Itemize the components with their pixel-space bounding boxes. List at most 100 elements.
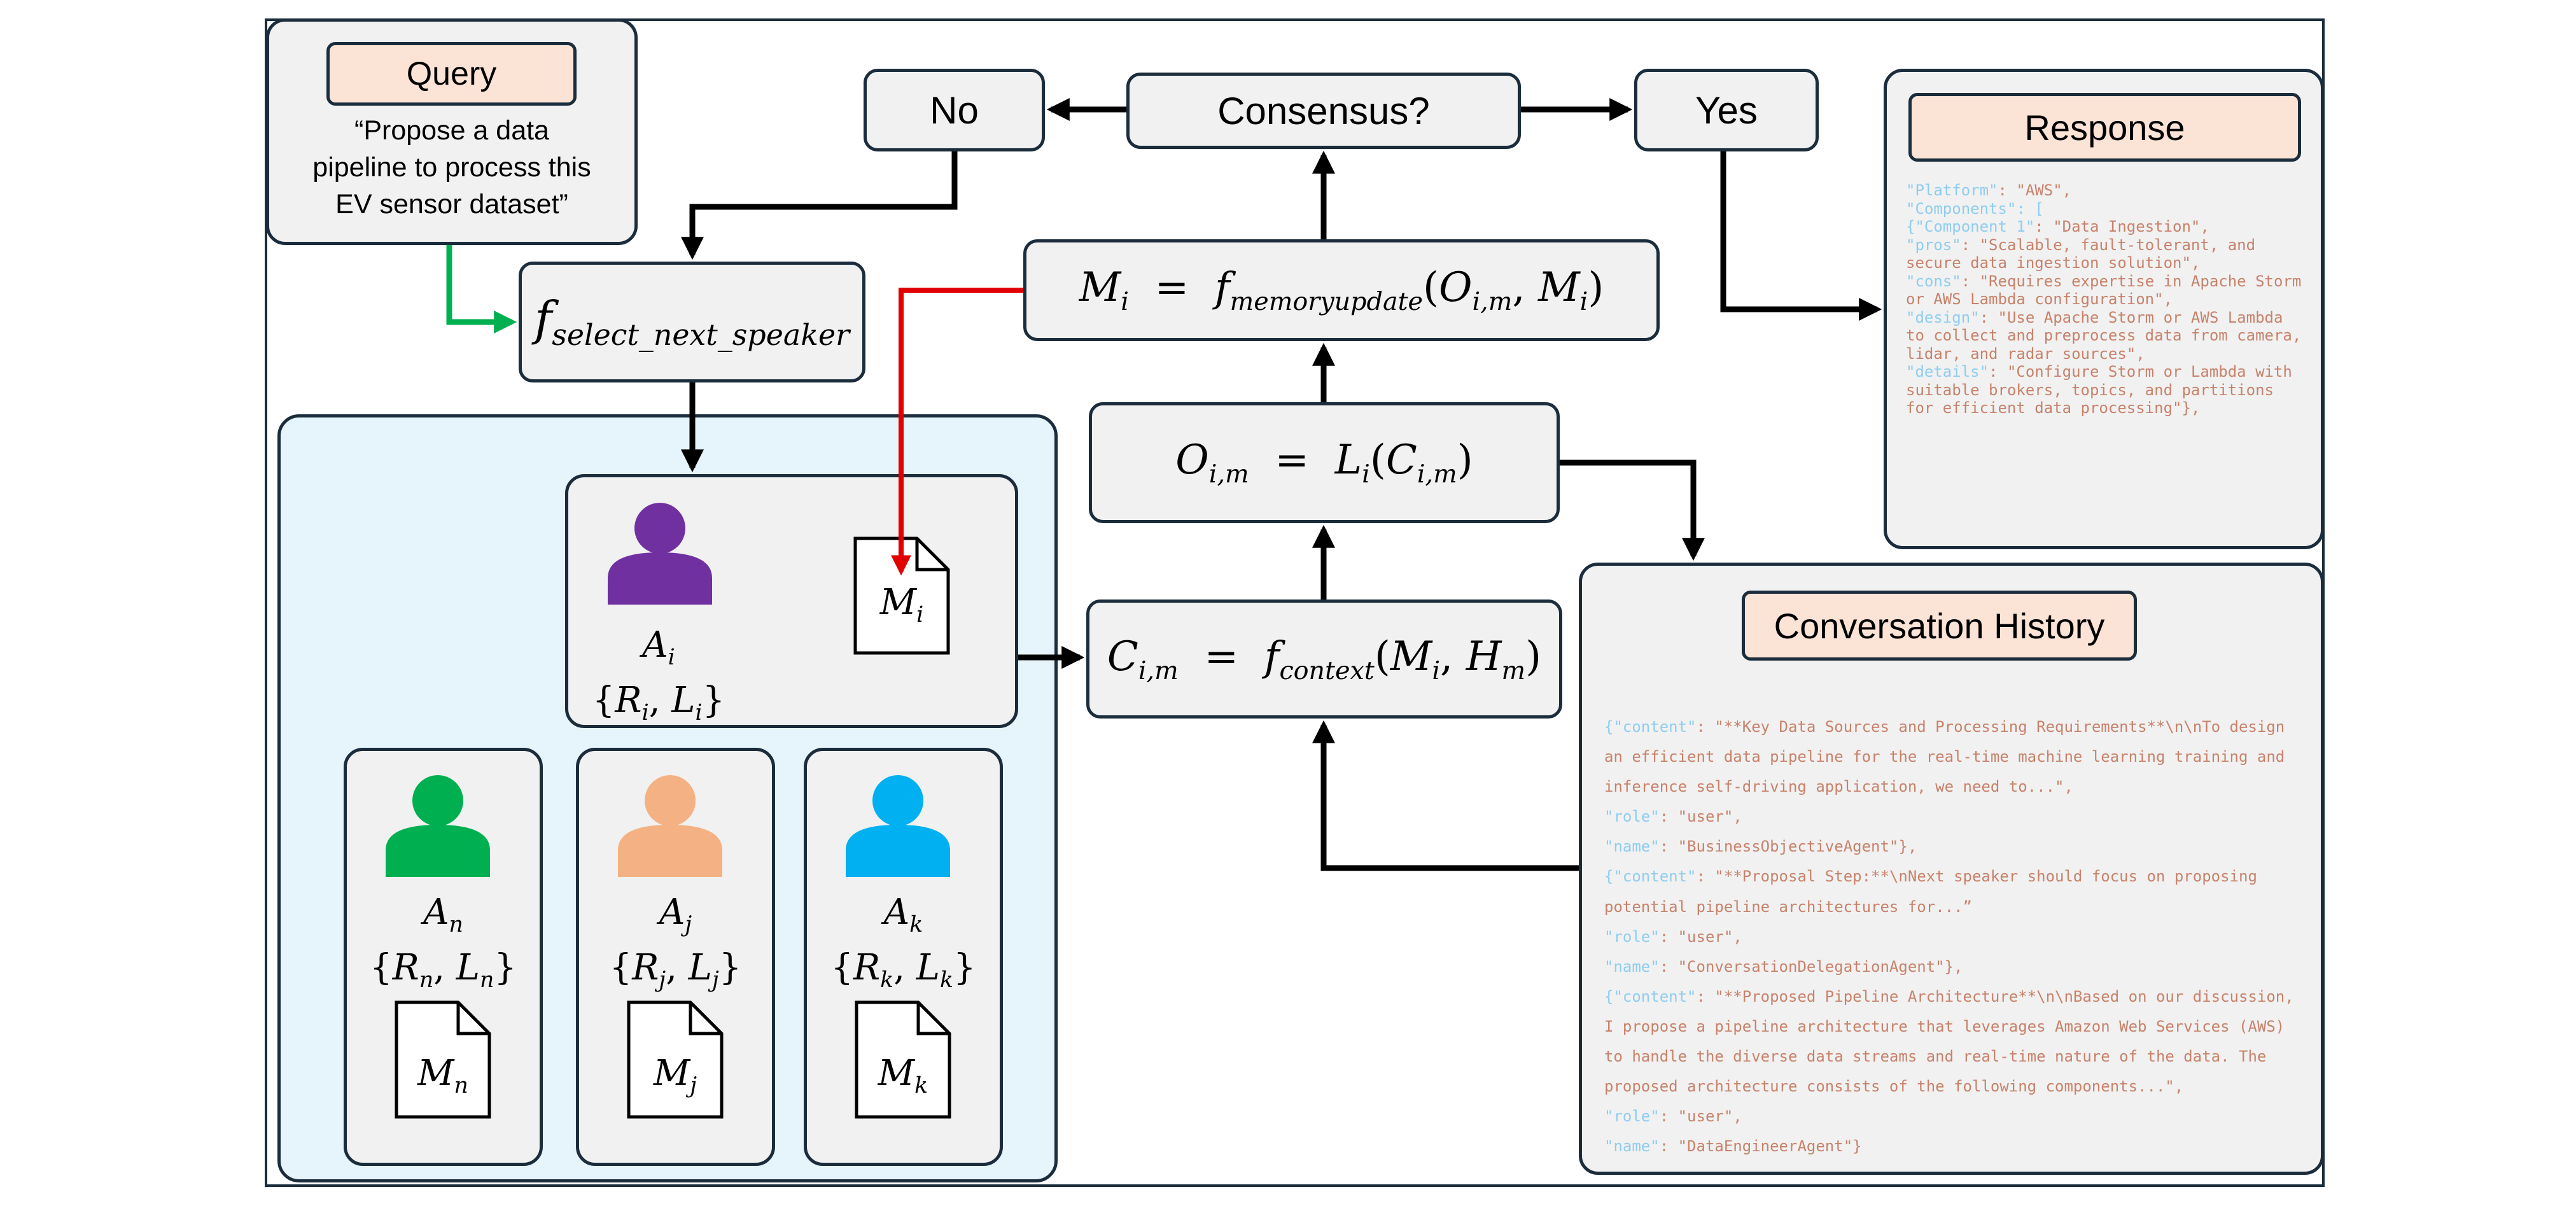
no-box: No [864, 69, 1045, 151]
agent-k-memory-label: Mk [878, 1052, 928, 1099]
agent-k-person-icon [844, 774, 951, 878]
code-line: "cons": "Requires expertise in Apache St… [1906, 272, 2301, 291]
arrow-memory-update-to-agent-memory [891, 288, 1023, 576]
json-value: potential pipeline architectures for...” [1604, 897, 1972, 916]
code-line: "details": "Configure Storm or Lambda wi… [1906, 363, 2301, 381]
code-line: proposed architecture consists of the fo… [1604, 1072, 2294, 1102]
json-value: proposed architecture consists of the fo… [1604, 1077, 2184, 1096]
code-line: an efficient data pipeline for the real-… [1604, 742, 2294, 772]
agent-i-label: Ai {Ri, Li} [592, 624, 725, 726]
json-key: "role" [1604, 927, 1660, 946]
code-line: "name": "DataEngineerAgent"} [1604, 1132, 2294, 1161]
json-value: : "**Proposed Pipeline Architecture**\n\… [1696, 987, 2294, 1006]
code-line: I propose a pipeline architecture that l… [1604, 1012, 2294, 1042]
response-json: "Platform": "AWS","Components": [{"Compo… [1906, 181, 2301, 417]
json-key: "pros" [1906, 235, 1961, 254]
json-value: suitable brokers, topics, and partitions [1906, 381, 2274, 399]
arrow-yes-to-response [1720, 151, 1882, 321]
response-title: Response [1908, 93, 2301, 162]
yes-box: Yes [1634, 69, 1819, 151]
arrow-no-to-select [681, 151, 958, 260]
code-line: "Platform": "AWS", [1906, 181, 2301, 200]
query-text: “Propose a data pipeline to process this… [270, 112, 633, 223]
json-key: {"content" [1604, 867, 1697, 886]
json-key: "role" [1604, 808, 1660, 826]
query-text-line: “Propose a data [354, 115, 549, 146]
json-value: : "user", [1659, 927, 1742, 946]
json-key: "role" [1604, 1107, 1660, 1126]
code-line: inference self-driving application, we n… [1604, 772, 2294, 802]
json-value: : "BusinessObjectiveAgent"}, [1659, 838, 1917, 856]
json-value: or AWS Lambda configuration", [1906, 290, 2173, 308]
memory-update-box: Mi = fmemoryupdate(Oi,m, Mi) [1023, 239, 1660, 341]
context-box: Ci,m = fcontext(Mi, Hm) [1086, 599, 1562, 719]
code-line: "name": "BusinessObjectiveAgent"}, [1604, 832, 2294, 862]
agent-j-label: Aj{Rj, Lj} [609, 892, 742, 993]
code-line: for efficient data processing"}, [1906, 399, 2301, 417]
json-key: {"content" [1604, 987, 1697, 1006]
code-line: to collect and preprocess data from came… [1906, 326, 2301, 345]
json-value: secure data ingestion solution", [1906, 254, 2201, 272]
conversation-history-json: {"content": "**Key Data Sources and Proc… [1604, 712, 2294, 1161]
json-key: "Components": [ [1906, 199, 2044, 218]
code-line: "pros": "Scalable, fault-tolerant, and [1906, 236, 2301, 255]
agent-j-person-icon [617, 774, 724, 878]
code-line: potential pipeline architectures for...” [1604, 892, 2294, 922]
agent-j-memory-doc-icon [627, 1000, 724, 1119]
code-line: suitable brokers, topics, and partitions [1906, 381, 2301, 400]
code-line: "role": "user", [1604, 1102, 2294, 1132]
json-value: for efficient data processing"}, [1906, 399, 2201, 417]
output-box: Oi,m = Li(Ci,m) [1089, 402, 1560, 523]
code-line: lidar, and radar sources", [1906, 345, 2301, 363]
json-value: : "Data Ingestion", [2034, 218, 2209, 235]
json-value: : "user", [1659, 1107, 1742, 1126]
agent-j-memory-label: Mj [653, 1052, 697, 1099]
code-line: "name": "ConversationDelegationAgent"}, [1604, 952, 2294, 982]
code-line: "design": "Use Apache Storm or AWS Lambd… [1906, 309, 2301, 327]
json-value: inference self-driving application, we n… [1604, 778, 2073, 796]
json-key: "name" [1604, 957, 1660, 976]
select-next-speaker-box: fselect_next_speaker [519, 262, 865, 382]
conversation-history-box [1579, 563, 2324, 1175]
code-line: "Components": [ [1906, 200, 2301, 218]
code-line: {"content": "**Proposal Step:**\nNext sp… [1604, 862, 2294, 892]
agent-n-person-icon [384, 774, 491, 878]
agent-k-memory-doc-icon [855, 1000, 951, 1119]
conversation-history-title: Conversation History [1742, 591, 2137, 661]
code-line: or AWS Lambda configuration", [1906, 290, 2301, 309]
json-value: an efficient data pipeline for the real-… [1604, 748, 2285, 766]
code-line: {"content": "**Key Data Sources and Proc… [1604, 712, 2294, 742]
query-text-line: pipeline to process this [312, 152, 591, 183]
agent-i-person-icon [606, 501, 713, 606]
code-line: secure data ingestion solution", [1906, 254, 2301, 272]
code-line: "role": "user", [1604, 922, 2294, 952]
code-line: {"content": "**Proposed Pipeline Archite… [1604, 982, 2294, 1012]
json-key: {"Component 1" [1906, 218, 2035, 235]
json-key: "name" [1604, 838, 1660, 856]
consensus-box: Consensus? [1126, 73, 1521, 149]
json-value: : "DataEngineerAgent"} [1659, 1137, 1862, 1156]
memory-doc-icon [853, 536, 950, 655]
code-line: "role": "user", [1604, 802, 2294, 832]
json-value: : "Scalable, fault-tolerant, and [1961, 235, 2256, 254]
code-line: {"Component 1": "Data Ingestion", [1906, 218, 2301, 236]
arrow-history-to-context [1312, 720, 1579, 871]
json-key: "name" [1604, 1137, 1660, 1156]
json-value: : "ConversationDelegationAgent"}, [1659, 957, 1963, 976]
json-value: I propose a pipeline architecture that l… [1604, 1017, 2285, 1035]
memory-doc-label: Mi [879, 581, 924, 628]
json-value: : "AWS", [1998, 181, 2072, 199]
agent-n-memory-label: Mn [417, 1052, 468, 1099]
query-text-line: EV sensor dataset” [335, 189, 568, 220]
json-value: : "user", [1659, 808, 1742, 826]
json-value: to handle the diverse data streams and r… [1604, 1048, 2267, 1066]
json-key: "design" [1906, 308, 1980, 326]
query-title: Query [326, 42, 577, 106]
arrow-query-to-select [446, 245, 517, 333]
arrow-output-to-history [1560, 459, 1705, 561]
json-value: to collect and preprocess data from came… [1906, 326, 2302, 344]
json-key: {"content" [1604, 718, 1697, 736]
json-value: : "Requires expertise in Apache Storm [1961, 272, 2302, 290]
agent-n-label: An{Rn, Ln} [370, 892, 517, 993]
agent-n-memory-doc-icon [395, 1000, 491, 1119]
